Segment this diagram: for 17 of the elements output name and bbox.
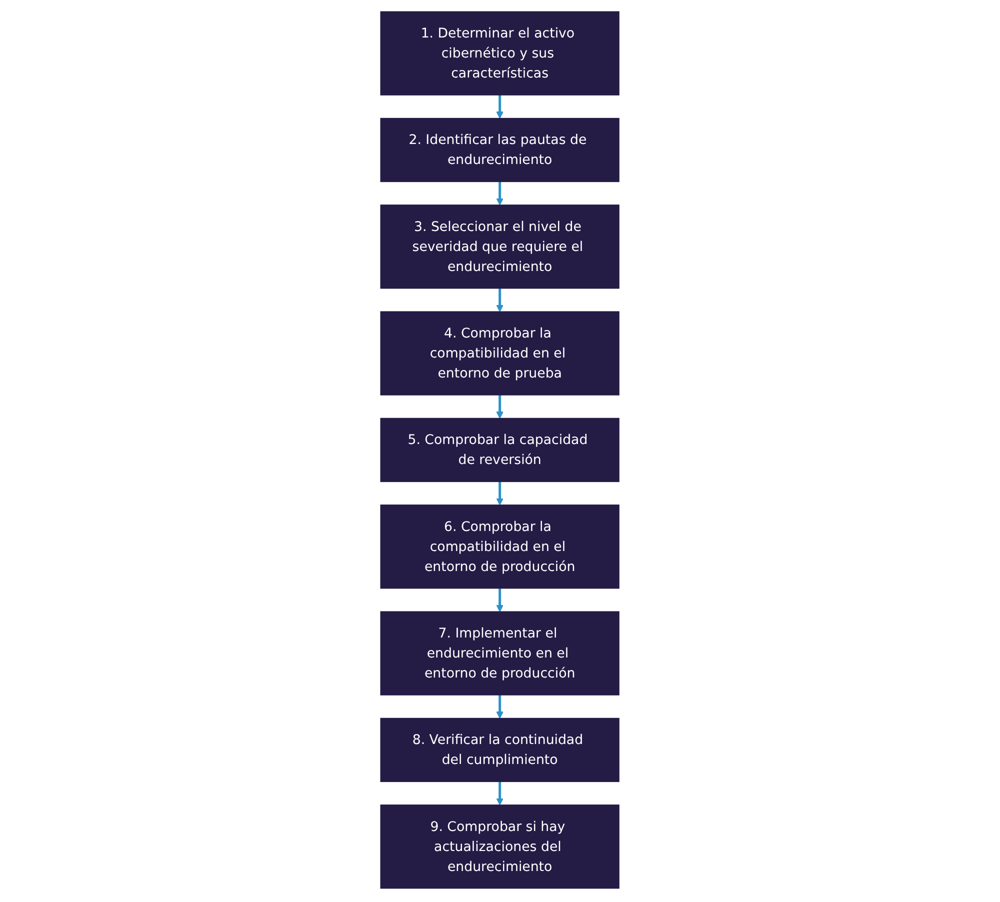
- node-box: 4. Comprobar la compatibilidad en el entorno de prueba: [380, 311, 620, 396]
- arrow: [496, 395, 504, 419]
- arrow: [496, 482, 504, 506]
- node-box: 1. Determinar el activo cibernético y sus características: [380, 11, 620, 96]
- arrow: [496, 95, 504, 119]
- node-box: 7. Implementar el endurecimiento en el entorno de producción: [380, 611, 620, 696]
- arrow: [496, 182, 504, 206]
- node-box: 9. Comprobar si hay actualizaciones del endurecimiento: [380, 804, 620, 889]
- node-box: 8. Verificar la continuidad del cumplimiento: [380, 718, 620, 782]
- arrow: [496, 588, 504, 612]
- node-box: 5. Comprobar la capacidad de reversión: [380, 418, 620, 482]
- arrow: [496, 288, 504, 312]
- node-box: 6. Comprobar la compatibilidad en el entorno de producción: [380, 504, 620, 589]
- arrow: [496, 782, 504, 806]
- node-box: 3. Seleccionar el nivel de severidad que requiere el endurecimiento: [380, 204, 620, 289]
- node-box: 2. Identificar las pautas de endurecimiento: [380, 118, 620, 182]
- arrow: [496, 694, 504, 719]
